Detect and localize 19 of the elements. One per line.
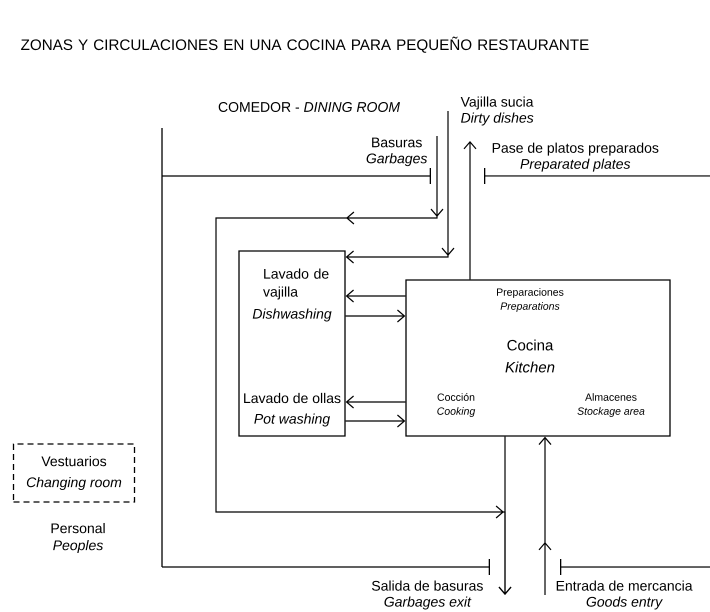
arrow [346,414,406,428]
zone-label: Vajilla sucia Dirty dishes [460,96,534,126]
arrow [498,436,512,595]
zone-label: Salida de basuras Garbages exit [372,580,483,610]
title: ZONAS Y CIRCULACIONES EN UNA COCINA PARA PEQUEÑO RESTAURANTE [21,36,589,53]
arrow [346,111,454,264]
changing-room-box: Vestuarios Changing room [12,443,136,503]
zone-label: Personal Peoples [52,522,105,554]
arrow [346,290,406,302]
zone-label: Pase de platos preparados Preparated plates [492,142,658,172]
washing-box: Lavado de vajilla Dishwashing Lavado de ollas Pot washing [238,250,346,437]
zone-label: Entrada de mercancia Goods entry [556,580,693,610]
kitchen-box: Preparaciones Preparations Cocina Kitchen Cocción Cooking Almacenes Stockage area [405,279,671,437]
room-label: COMEDOR - DINING ROOM [218,102,400,112]
arrow [464,141,476,280]
zone-label: Basuras Garbages [366,138,428,166]
arrow [538,436,552,595]
arrow [346,310,406,322]
arrow [346,396,406,408]
